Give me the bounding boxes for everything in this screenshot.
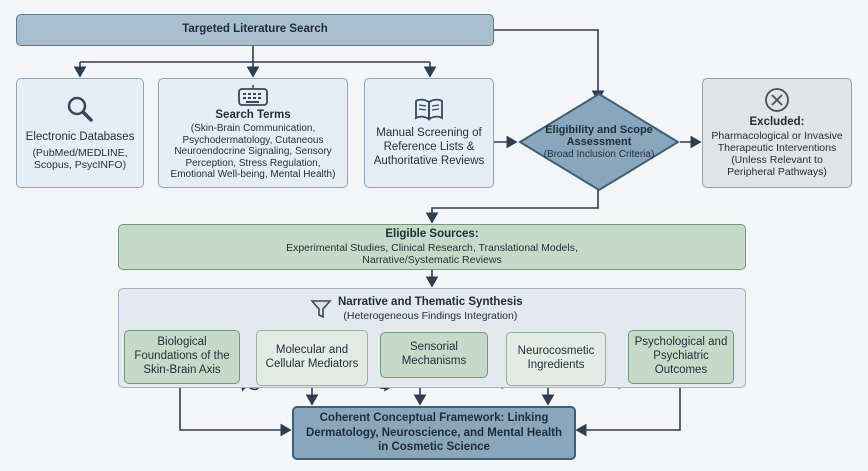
search-terms-title: Search Terms bbox=[215, 109, 291, 122]
databases-detail: (PubMed/MEDLINE, Scopus, PsycINFO) bbox=[32, 146, 128, 171]
theme-biological-foundations: Biological Foundations of the Skin-Brain… bbox=[124, 330, 240, 384]
funnel-icon bbox=[310, 300, 332, 319]
theme-molecular-mediators: Molecular and Cellular Mediators bbox=[256, 330, 368, 386]
conceptual-framework-box: Coherent Conceptual Framework: Linking D… bbox=[292, 406, 576, 460]
eligible-sources-title: Eligible Sources: bbox=[385, 228, 479, 241]
theme-sensorial-mechanisms: Sensorial Mechanisms bbox=[380, 332, 488, 378]
databases-box: Electronic Databases (PubMed/MEDLINE, Sc… bbox=[16, 78, 144, 188]
literature-search-box: Targeted Literature Search bbox=[16, 14, 494, 46]
theme-label: Biological Foundations of the Skin-Brain… bbox=[134, 336, 230, 376]
search-terms-box: Search Terms (Skin-Brain Communication, … bbox=[158, 78, 348, 188]
eligibility-diamond: Eligibility and Scope Assessment (Broad … bbox=[518, 92, 680, 192]
excluded-line2: (Unless Relevant to Peripheral Pathways) bbox=[727, 154, 827, 179]
keyboard-icon bbox=[238, 85, 268, 107]
book-icon bbox=[415, 99, 443, 121]
eligibility-detail: (Broad Inclusion Criteria) bbox=[543, 148, 655, 160]
search-terms-detail: (Skin-Brain Communication, Psychodermato… bbox=[170, 123, 336, 181]
theme-label: Molecular and Cellular Mediators bbox=[265, 344, 359, 370]
manual-screening-box: Manual Screening of Reference Lists & Au… bbox=[364, 78, 494, 188]
manual-screening-label: Manual Screening of Reference Lists & Au… bbox=[373, 127, 485, 167]
theme-label: Sensorial Mechanisms bbox=[401, 341, 467, 367]
excluded-line1: Pharmacological or Invasive Therapeutic … bbox=[711, 130, 843, 155]
eligible-sources-box: Eligible Sources: Experimental Studies, … bbox=[118, 224, 746, 270]
magnifier-icon bbox=[67, 96, 93, 122]
literature-search-title: Targeted Literature Search bbox=[182, 23, 328, 36]
eligible-sources-detail: Experimental Studies, Clinical Research,… bbox=[286, 241, 578, 266]
framework-title: Coherent Conceptual Framework: Linking D… bbox=[305, 412, 563, 454]
theme-psychological-outcomes: Psychological and Psychiatric Outcomes bbox=[628, 330, 734, 384]
databases-label: Electronic Databases bbox=[25, 131, 135, 144]
synthesis-subtitle: (Heterogeneous Findings Integration) bbox=[343, 309, 518, 322]
excluded-box: Excluded: Pharmacological or Invasive Th… bbox=[702, 78, 852, 188]
theme-label: Psychological and Psychiatric Outcomes bbox=[634, 336, 728, 376]
theme-label: Neurocosmetic Ingredients bbox=[517, 345, 595, 371]
close-circle-icon bbox=[765, 88, 789, 113]
eligibility-title: Eligibility and Scope Assessment bbox=[545, 123, 653, 149]
theme-neurocosmetic-ingredients: Neurocosmetic Ingredients bbox=[506, 332, 606, 386]
excluded-title: Excluded: bbox=[749, 116, 805, 129]
diamond-shape bbox=[518, 92, 680, 192]
synthesis-title: Narrative and Thematic Synthesis bbox=[338, 296, 523, 309]
synthesis-header: Narrative and Thematic Synthesis (Hetero… bbox=[310, 292, 570, 326]
